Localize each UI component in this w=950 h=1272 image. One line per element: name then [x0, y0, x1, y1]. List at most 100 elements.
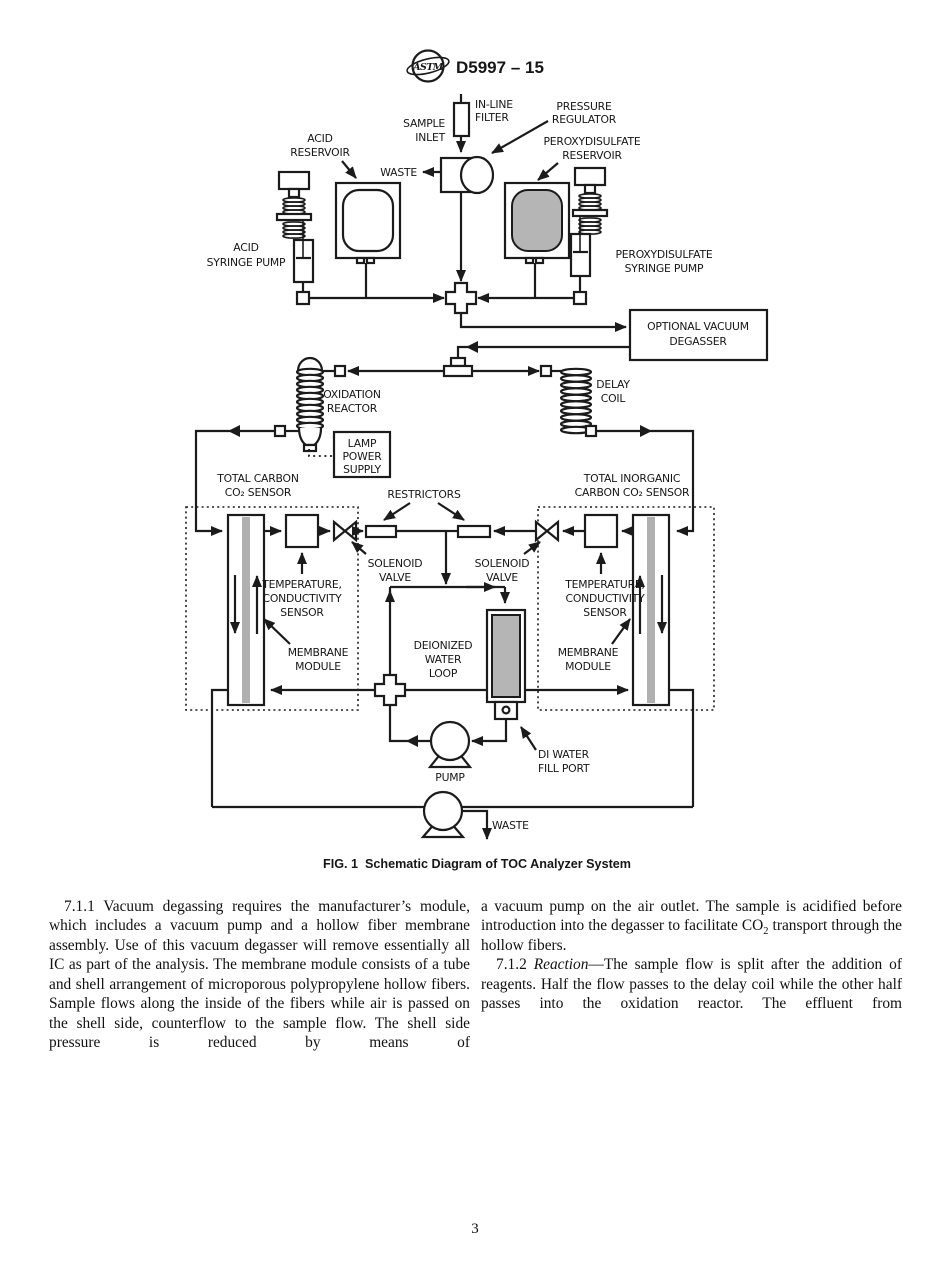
fill-port-line — [471, 719, 508, 746]
total-inorganic-sensor-label: TOTAL INORGANIC — [583, 472, 681, 485]
body-text-run: —The sample flow is split after the addi… — [481, 956, 902, 1013]
arrowhead — [228, 425, 240, 437]
temp-conductivity-label: TEMPERATURE, — [261, 578, 342, 591]
lamp-wire — [308, 449, 334, 457]
co2-subscript: 2 — [763, 926, 769, 938]
peroxydisulfate-reservoir — [503, 181, 571, 298]
di-pump — [427, 720, 473, 769]
in-line-filter — [452, 94, 471, 153]
solenoid-valve-label: SOLENOID — [368, 557, 423, 570]
arrowhead — [640, 425, 652, 437]
solenoid-valve-label: VALVE — [486, 571, 518, 584]
term-reaction: Reaction — [533, 956, 589, 974]
arrowhead — [466, 341, 478, 353]
degasser-return-line — [456, 345, 630, 358]
membrane-module-right — [631, 513, 671, 707]
temp-conductivity-label: SENSOR — [280, 606, 324, 619]
waste-pump — [420, 790, 466, 839]
lamp-power-supply-label: LAMP — [348, 437, 377, 450]
oxidation-reactor-label: REACTOR — [327, 402, 378, 415]
left-column: 7.1.1 Vacuum degassing requires the manu… — [49, 897, 470, 1053]
page-number: 3 — [471, 1221, 479, 1237]
paragraph-7-1-1-continued: a vacuum pump on the air outlet. The sam… — [481, 897, 902, 955]
standard-designation: D5997 – 15 — [456, 58, 544, 77]
acid-syringe-pump — [275, 170, 315, 306]
fitting — [539, 364, 553, 378]
membrane-module-label: MODULE — [565, 660, 611, 673]
paragraph-7-1-1: 7.1.1 Vacuum degassing requires the manu… — [49, 898, 470, 1052]
pump-label: PUMP — [435, 771, 465, 784]
optional-vacuum-degasser-label: DEGASSER — [669, 335, 727, 348]
peroxydisulfate-reservoir-label: PEROXYDISULFATE — [543, 135, 640, 148]
total-carbon-sensor-label: TOTAL CARBON — [216, 472, 299, 485]
degasser-feed-line — [459, 313, 627, 332]
restrictor-pointer — [383, 502, 411, 521]
peroxydisulfate-reservoir-pointer — [537, 162, 559, 181]
astm-logo-icon: ASTM — [406, 49, 450, 83]
deionized-water-loop-label: DEIONIZED — [414, 639, 473, 652]
di-water-reservoir — [485, 608, 527, 721]
solenoid-valve-label: VALVE — [379, 571, 411, 584]
temp-conductivity-label: CONDUCTIVITY — [262, 592, 342, 605]
di-water-fill-port-label: DI WATER — [538, 748, 590, 761]
mixing-cross — [444, 281, 478, 315]
temp-conductivity-label: CONDUCTIVITY — [565, 592, 645, 605]
arrowhead — [406, 735, 418, 747]
in-line-filter-label: IN-LINE — [475, 98, 513, 111]
fitting — [333, 364, 347, 378]
acid-reservoir — [334, 181, 402, 298]
fill-port-pointer — [520, 726, 537, 751]
deionized-water-loop-label: WATER — [425, 653, 462, 666]
waste-top-label: WASTE — [380, 166, 417, 179]
body-text: 7.1.1 Vacuum degassing requires the manu… — [49, 897, 902, 1053]
solenoid-valve-label: SOLENOID — [475, 557, 530, 570]
membrane-pointer — [263, 618, 291, 645]
solenoid-pointer — [351, 541, 367, 555]
total-carbon-sensor-label: CO₂ SENSOR — [225, 486, 292, 499]
lamp-power-supply-label: SUPPLY — [343, 463, 381, 476]
paragraph-7-1-2: 7.1.2 Reaction—The sample flow is split … — [481, 955, 902, 1013]
waste-bottom-label: WASTE — [492, 819, 529, 832]
pressure-regulator-label: PRESSURE — [556, 100, 612, 113]
logo-text: ASTM — [412, 62, 444, 73]
fitting — [273, 424, 287, 438]
lamp-power-supply-label: POWER — [342, 450, 382, 463]
body-text-run: a vacuum pump on the air outlet. The sam… — [481, 898, 902, 935]
temp-conductivity-sensor-left — [284, 513, 320, 549]
oxidation-reactor — [295, 356, 335, 453]
delay-coil-label: COIL — [601, 392, 626, 405]
total-carbon-sensor-box — [185, 506, 359, 711]
oxidation-reactor-label: OXIDATION — [323, 388, 381, 401]
toc-analyzer-diagram: ASTM D5997 – 15 IN-LINE FILTER SAMPLE IN… — [185, 49, 769, 871]
pressure-regulator-label: REGULATOR — [552, 113, 617, 126]
restrictor-left — [364, 524, 398, 539]
optional-vacuum-degasser-label: OPTIONAL VACUUM — [647, 320, 749, 333]
flow-splitter — [442, 364, 474, 378]
sample-inlet-label: INLET — [415, 131, 445, 144]
acid-syringe-pump-label: ACID — [233, 241, 258, 254]
flow-splitter — [449, 356, 467, 368]
temp-conductivity-sensor-right — [583, 513, 619, 549]
restrictor-right — [456, 524, 492, 539]
temp-conductivity-label: TEMPERATURE, — [564, 578, 645, 591]
left-waste-line — [210, 688, 228, 807]
pump-out-line — [388, 705, 431, 743]
in-line-filter-label: FILTER — [475, 111, 509, 124]
delay-coil — [551, 367, 593, 435]
optional-vacuum-degasser — [628, 308, 769, 362]
membrane-module-label: MODULE — [295, 660, 341, 673]
restrictor-pointer — [437, 502, 465, 521]
acid-reservoir-pointer — [341, 160, 357, 179]
solenoid-valve-left — [332, 519, 358, 543]
temp-conductivity-label: SENSOR — [583, 606, 627, 619]
body-text-run: transport through the hollow fibers. — [481, 917, 902, 954]
total-inorganic-sensor-label: CARBON CO₂ SENSOR — [575, 486, 690, 499]
membrane-module-label: MEMBRANE — [558, 646, 619, 659]
section-number: 7.1.2 — [496, 956, 534, 974]
membrane-pointer — [611, 618, 631, 645]
membrane-module-left — [226, 513, 266, 707]
di-water-fill-port-label: FILL PORT — [538, 762, 590, 775]
deionized-water-loop-label: LOOP — [429, 667, 458, 680]
acid-reservoir-label: RESERVOIR — [290, 146, 350, 159]
